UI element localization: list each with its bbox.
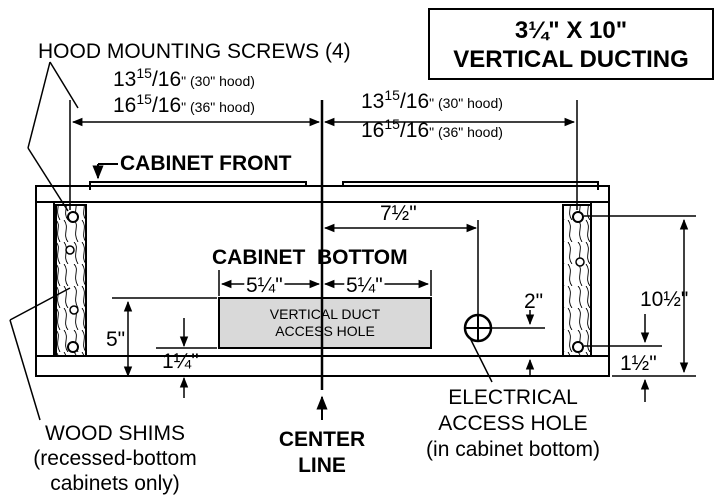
dim-right-36: 1615/16" (36" hood)	[361, 116, 503, 142]
cabinet-left-side	[35, 201, 55, 357]
cabinet-front-trim-right	[342, 181, 599, 190]
wood-shim-right	[562, 204, 592, 357]
cabinet-right-side	[590, 201, 610, 357]
wood-shims-label-3: cabinets only)	[50, 472, 180, 495]
vertical-ducting-box: 3¼" X 10" VERTICAL DUCTING	[428, 8, 714, 80]
screw-left-top	[67, 211, 79, 223]
dim-left-30: 1315/16" (30" hood)	[113, 65, 255, 91]
hood-screws-label: HOOD MOUNTING SCREWS (4)	[38, 40, 351, 63]
electrical-access-hole	[463, 313, 493, 343]
svg-text:1615/16" (36" hood): 1615/16" (36" hood)	[113, 91, 255, 117]
duct-hole-label-2: ACCESS HOLE	[275, 323, 375, 339]
wood-shims-label-1: WOOD SHIMS	[45, 422, 185, 445]
ducting-title: VERTICAL DUCTING	[453, 46, 689, 73]
vertical-duct-access-hole	[218, 297, 432, 349]
dim-seven-half: 7½"	[380, 202, 417, 225]
cabinet-front-label: CABINET FRONT	[120, 152, 292, 175]
dim-left-36: 1615/16" (36" hood)	[113, 91, 255, 117]
electrical-label-3: (in cabinet bottom)	[426, 438, 600, 461]
svg-text:1615/16" (36" hood): 1615/16" (36" hood)	[361, 116, 503, 142]
electrical-label-2: ACCESS HOLE	[438, 412, 587, 435]
dim-right-30: 1315/16" (30" hood)	[361, 87, 503, 113]
screw-right-top	[572, 211, 584, 223]
dim-five: 5"	[106, 328, 125, 351]
dim-one-quarter: 1¼"	[162, 350, 199, 373]
dim-ten-half: 10½"	[640, 288, 688, 311]
dim-two: 2"	[524, 290, 543, 313]
duct-hole-label-1: VERTICAL DUCT	[270, 306, 381, 322]
dim-five-quarter-right: 5¼"	[346, 274, 383, 297]
cabinet-front-trim-left	[89, 181, 307, 190]
screw-right-bottom	[572, 341, 584, 353]
svg-text:1315/16" (30" hood): 1315/16" (30" hood)	[361, 87, 503, 113]
ducting-size: 3¼" X 10"	[514, 17, 628, 44]
center-line-label-2: LINE	[298, 454, 346, 477]
dim-five-quarter-left: 5¼"	[246, 274, 283, 297]
dim-one-half: 1½"	[620, 352, 657, 375]
screw-left-bottom	[67, 341, 79, 353]
electrical-label-1: ELECTRICAL	[448, 386, 578, 409]
svg-text:1315/16" (30" hood): 1315/16" (30" hood)	[113, 65, 255, 91]
center-line-label-1: CENTER	[279, 428, 365, 451]
cabinet-bottom-label: CABINET BOTTOM	[212, 246, 408, 269]
wood-shims-label-2: (recessed-bottom	[33, 447, 196, 470]
wood-shim-left	[55, 204, 87, 357]
